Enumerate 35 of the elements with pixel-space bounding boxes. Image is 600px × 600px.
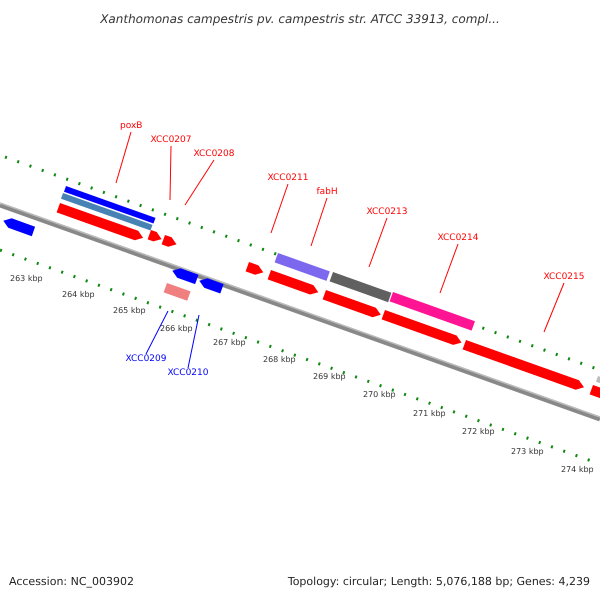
scale-label: 274 kbp [561,466,594,474]
scale-label: 273 kbp [511,448,544,456]
scale-label: 266 kbp [160,325,193,333]
scale-label: 268 kbp [263,356,296,364]
scale-label: 270 kbp [363,391,396,399]
scale-label: 267 kbp [213,339,246,347]
genome-info-text: Topology: circular; Length: 5,076,188 bp; Genes: 4,239 [288,576,590,587]
gene-label: XCC0215 [544,273,584,282]
scale-label: 264 kbp [62,291,95,299]
scale-label: 265 kbp [113,307,146,315]
gene-label: XCC0210 [168,369,208,378]
gene-label: XCC0213 [366,208,408,217]
leader-line [184,160,214,206]
scale-label: 269 kbp [313,373,346,381]
title: Xanthomonas campestris pv. campestris str. ATCC 33913, compl... [99,13,501,25]
gene-label: fabH [316,188,338,197]
accession-text: Accession: NC_003902 [9,576,134,587]
gene-label: XCC0208 [194,150,234,159]
leader-line [170,146,172,200]
leader-line [188,314,200,368]
leader-line [544,282,564,332]
gene-label: XCC0207 [150,136,192,145]
leader-line [440,244,458,294]
leader-line [116,132,132,184]
scale-label: 272 kbp [462,428,495,436]
gene-label: XCC0211 [268,174,308,183]
leader-line [270,184,288,234]
leader-line [146,310,168,354]
scale-label: 271 kbp [413,410,446,418]
gene-label: XCC0209 [126,355,166,364]
leader-line [368,218,388,268]
gene-label: XCC0214 [438,234,478,243]
gene-label: poxB [120,122,142,131]
scale-label: 263 kbp [10,275,43,283]
leader-line [310,198,328,246]
